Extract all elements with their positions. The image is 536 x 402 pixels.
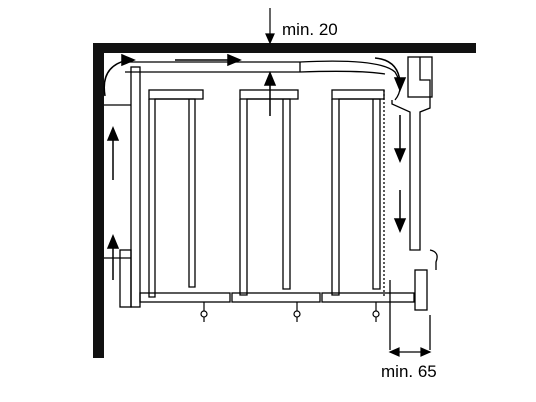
label-min-20: min. 20 [282, 20, 338, 39]
airflow-arrow-icon [103, 53, 136, 97]
drawer-unit-2 [231, 89, 321, 303]
airflow-arrows [103, 53, 407, 280]
drawer-feet [200, 302, 380, 322]
left-frame [104, 66, 141, 308]
air-duct [125, 60, 401, 101]
dimension-top [265, 8, 275, 45]
airflow-arrow-icon [175, 53, 242, 67]
dimension-side [388, 347, 432, 357]
appliance-side [383, 56, 438, 350]
label-min-65: min. 65 [381, 362, 437, 381]
drawer-unit-1 [139, 89, 231, 303]
airflow-arrow-icon [393, 115, 407, 163]
airflow-arrow-icon [393, 190, 407, 233]
airflow-arrow-icon [374, 57, 407, 92]
airflow-arrow-icon [263, 71, 277, 116]
airflow-arrow-icon [106, 126, 120, 180]
airflow-arrow-icon [106, 234, 120, 280]
